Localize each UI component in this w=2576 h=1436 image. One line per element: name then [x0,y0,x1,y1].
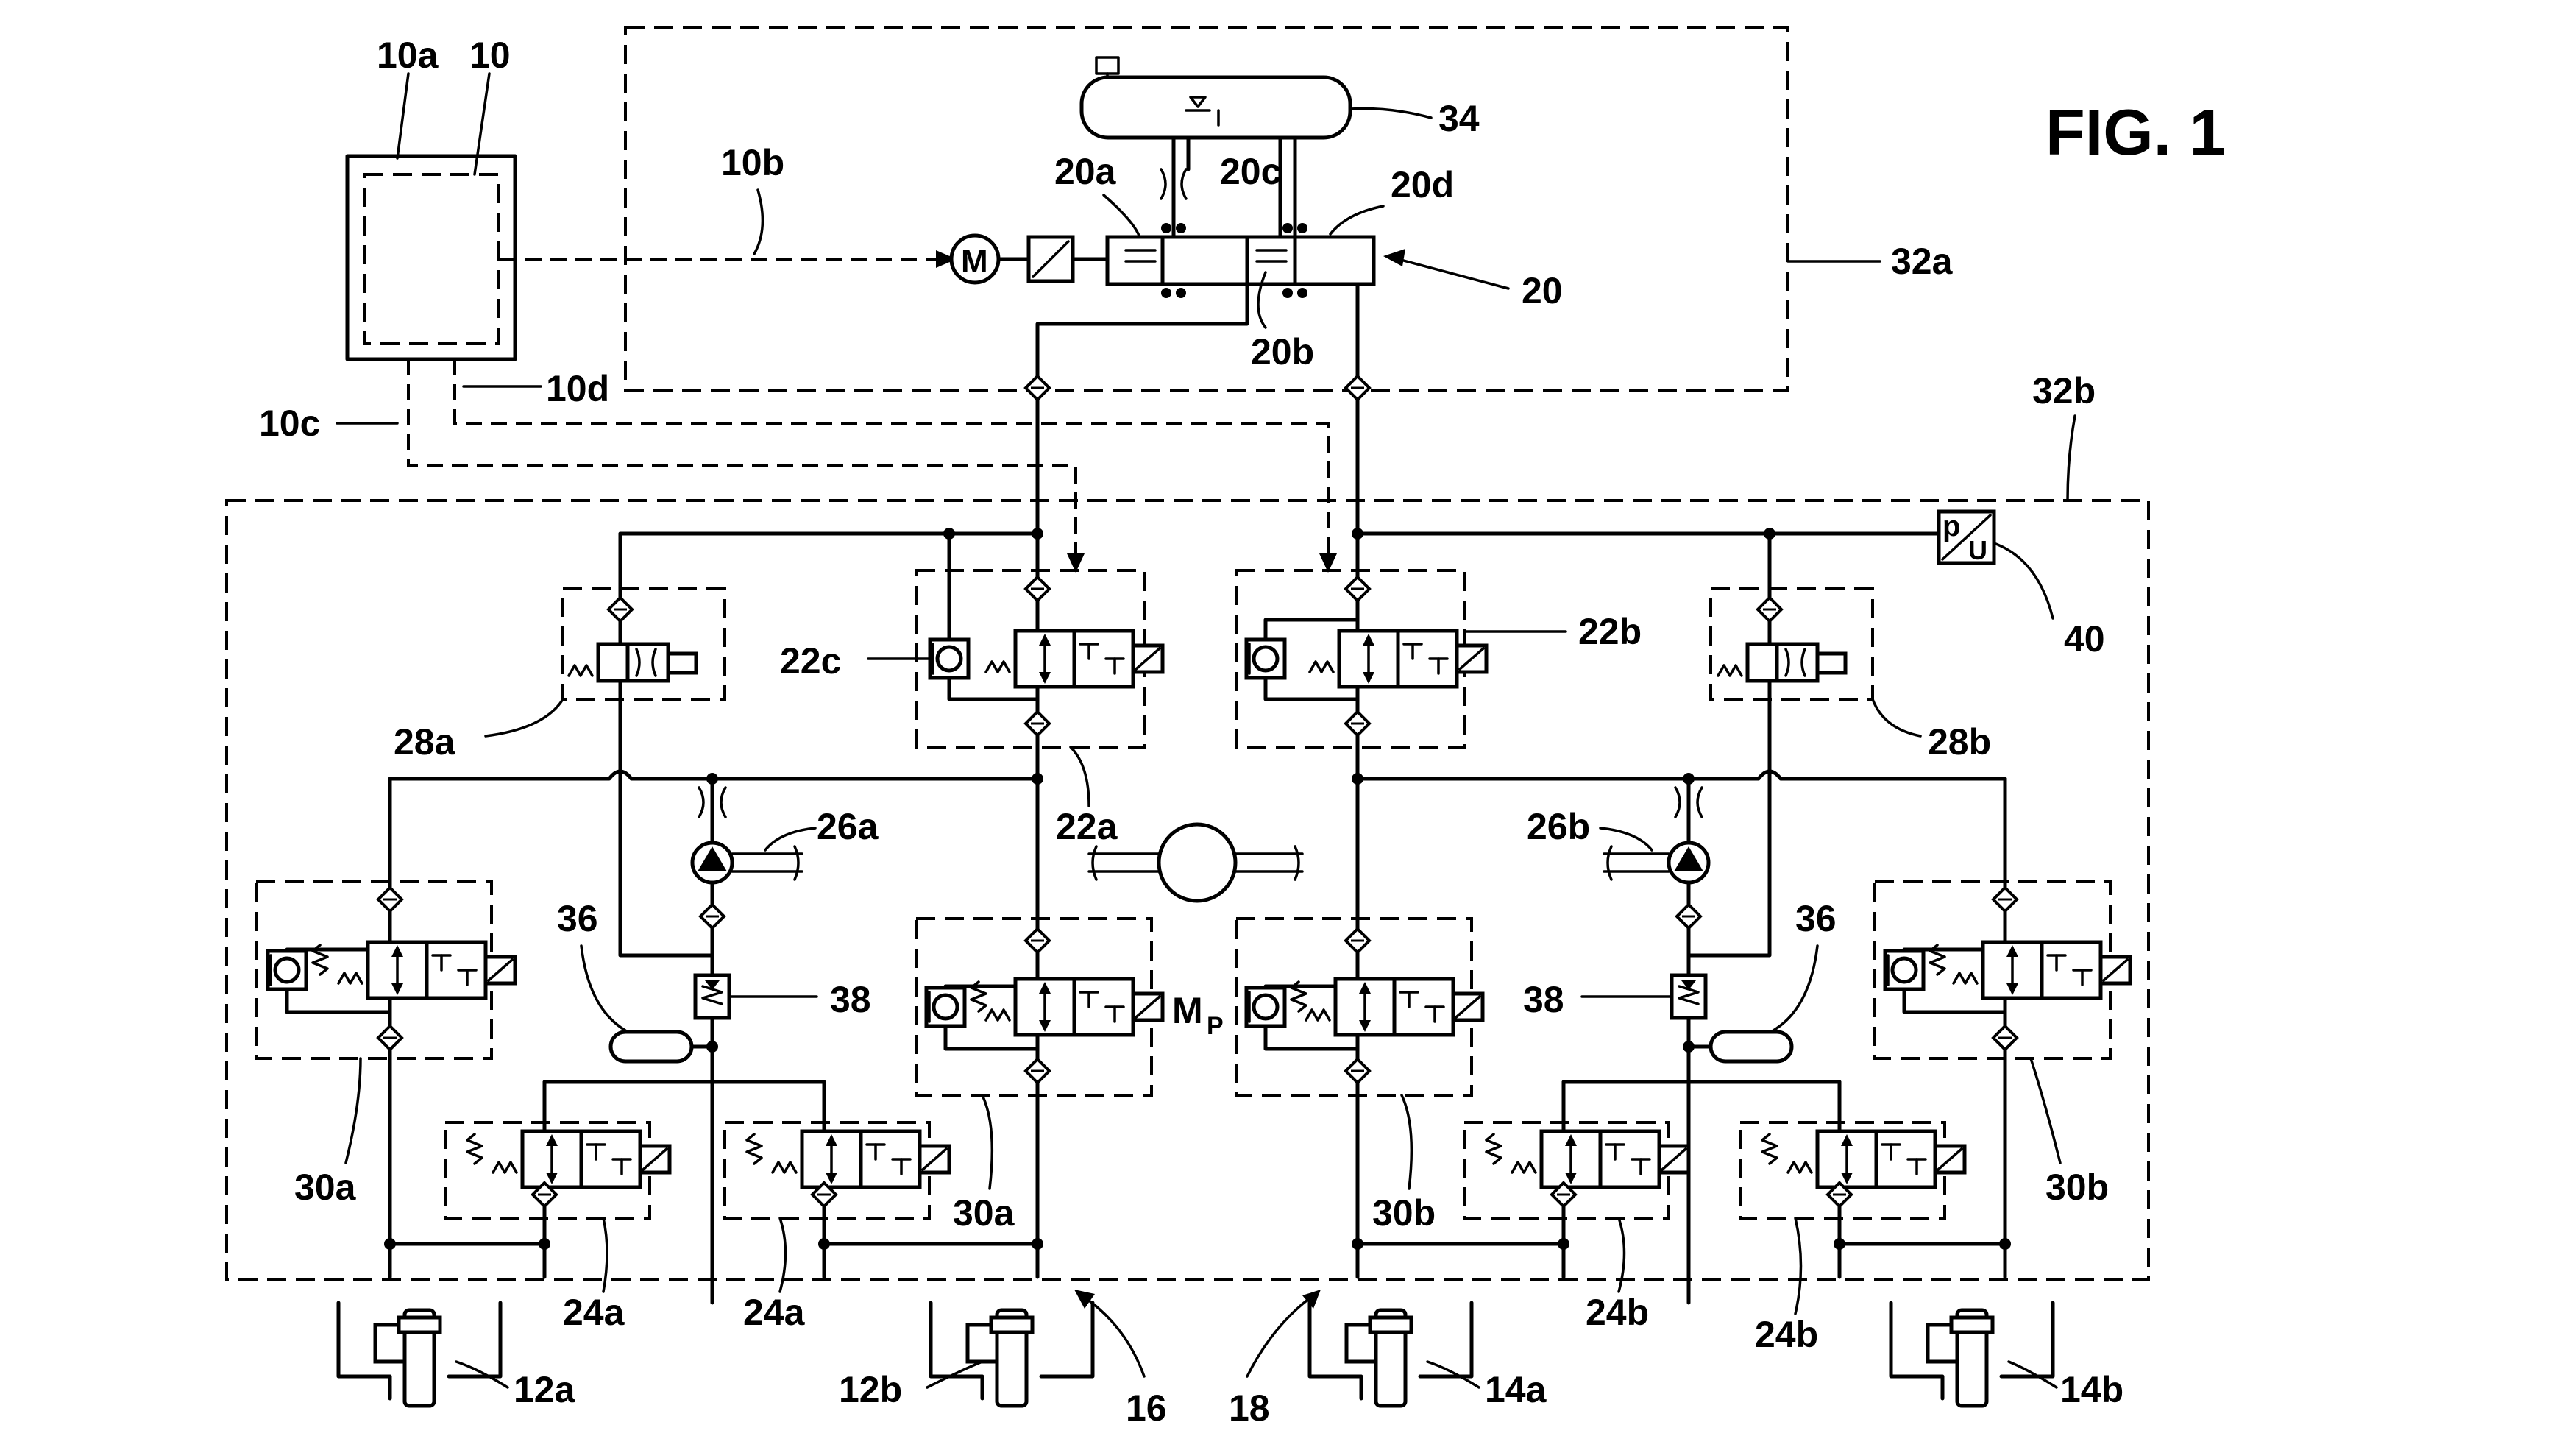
label-22b: 22b [1578,611,1642,652]
label-24a-1: 24a [563,1292,625,1333]
reservoir [1079,75,1352,140]
wheel-brake-14b [1891,1303,2053,1406]
valve-28a-box [561,587,726,701]
valve-24a-1-box [444,1121,651,1220]
label-28b: 28b [1928,721,1991,763]
label-30a-inner: 30a [953,1192,1015,1234]
sensor-p: p [1942,510,1960,542]
valve-24a-2-box [723,1121,931,1220]
valve-24b-2-box [1739,1121,1946,1220]
label-36-right: 36 [1795,898,1837,939]
label-26b: 26b [1527,806,1590,847]
signal-arrow-10b [936,250,957,268]
label-30a-left: 30a [294,1167,357,1208]
label-38-left: 38 [830,979,871,1020]
label-24b-1: 24b [1586,1292,1649,1333]
figure-title: FIG. 1 [2045,96,2226,169]
label-10c: 10c [259,403,320,444]
label-10d: 10d [546,368,609,409]
label-36-left: 36 [557,898,598,939]
brake-line-left-circuit [1035,282,1249,1279]
signal-line-10d [453,359,1330,559]
label-22c: 22c [780,640,841,682]
signal-arrow-10d [1319,553,1337,573]
leader-10b [753,188,764,255]
label-12b: 12b [839,1369,902,1410]
label-30b-right: 30b [2045,1167,2109,1208]
label-10a: 10a [377,35,439,76]
label-20: 20 [1522,270,1563,311]
valve-28b-box [1709,587,1874,701]
accumulator-36-left [608,1030,694,1064]
pump-motor [1157,822,1238,903]
label-14a: 14a [1485,1369,1547,1410]
label-24b-2: 24b [1755,1314,1818,1355]
wheel-brake-12a [338,1303,500,1406]
label-20b: 20b [1251,331,1314,372]
module-32b-boundary [225,499,2150,1281]
label-mp-sub: P [1207,1012,1224,1040]
label-16: 16 [1126,1387,1167,1429]
label-28a: 28a [394,721,456,763]
motor-label: M [961,244,988,280]
sensor-u: U [1968,535,1987,565]
label-22a: 22a [1056,806,1118,847]
accumulator-36-right [1709,1030,1794,1064]
module-32a-boundary [624,26,1789,392]
label-30b-inner: 30b [1372,1192,1436,1234]
valve-24b-1-box [1463,1121,1670,1220]
label-14b: 14b [2060,1369,2123,1410]
label-32a: 32a [1891,241,1954,282]
label-40: 40 [2064,618,2105,659]
label-20d: 20d [1391,164,1454,205]
wheel-brake-12b [931,1303,1093,1406]
plunger-unit [1105,223,1376,298]
signal-arrow-10c [1067,553,1085,573]
label-12a: 12a [514,1369,576,1410]
label-20a: 20a [1054,151,1117,192]
label-24a-2: 24a [743,1292,806,1333]
label-38-right: 38 [1523,979,1564,1020]
label-mp: M [1172,990,1203,1031]
label-26a: 26a [817,806,879,847]
signal-line-10c [407,359,1077,559]
label-32b: 32b [2032,370,2096,411]
wheel-brake-14a [1310,1303,1472,1406]
label-34: 34 [1438,98,1480,139]
label-18: 18 [1229,1387,1270,1429]
label-10: 10 [469,35,511,76]
label-20c: 20c [1220,151,1281,192]
label-10b: 10b [721,142,784,183]
control-unit [345,72,517,361]
